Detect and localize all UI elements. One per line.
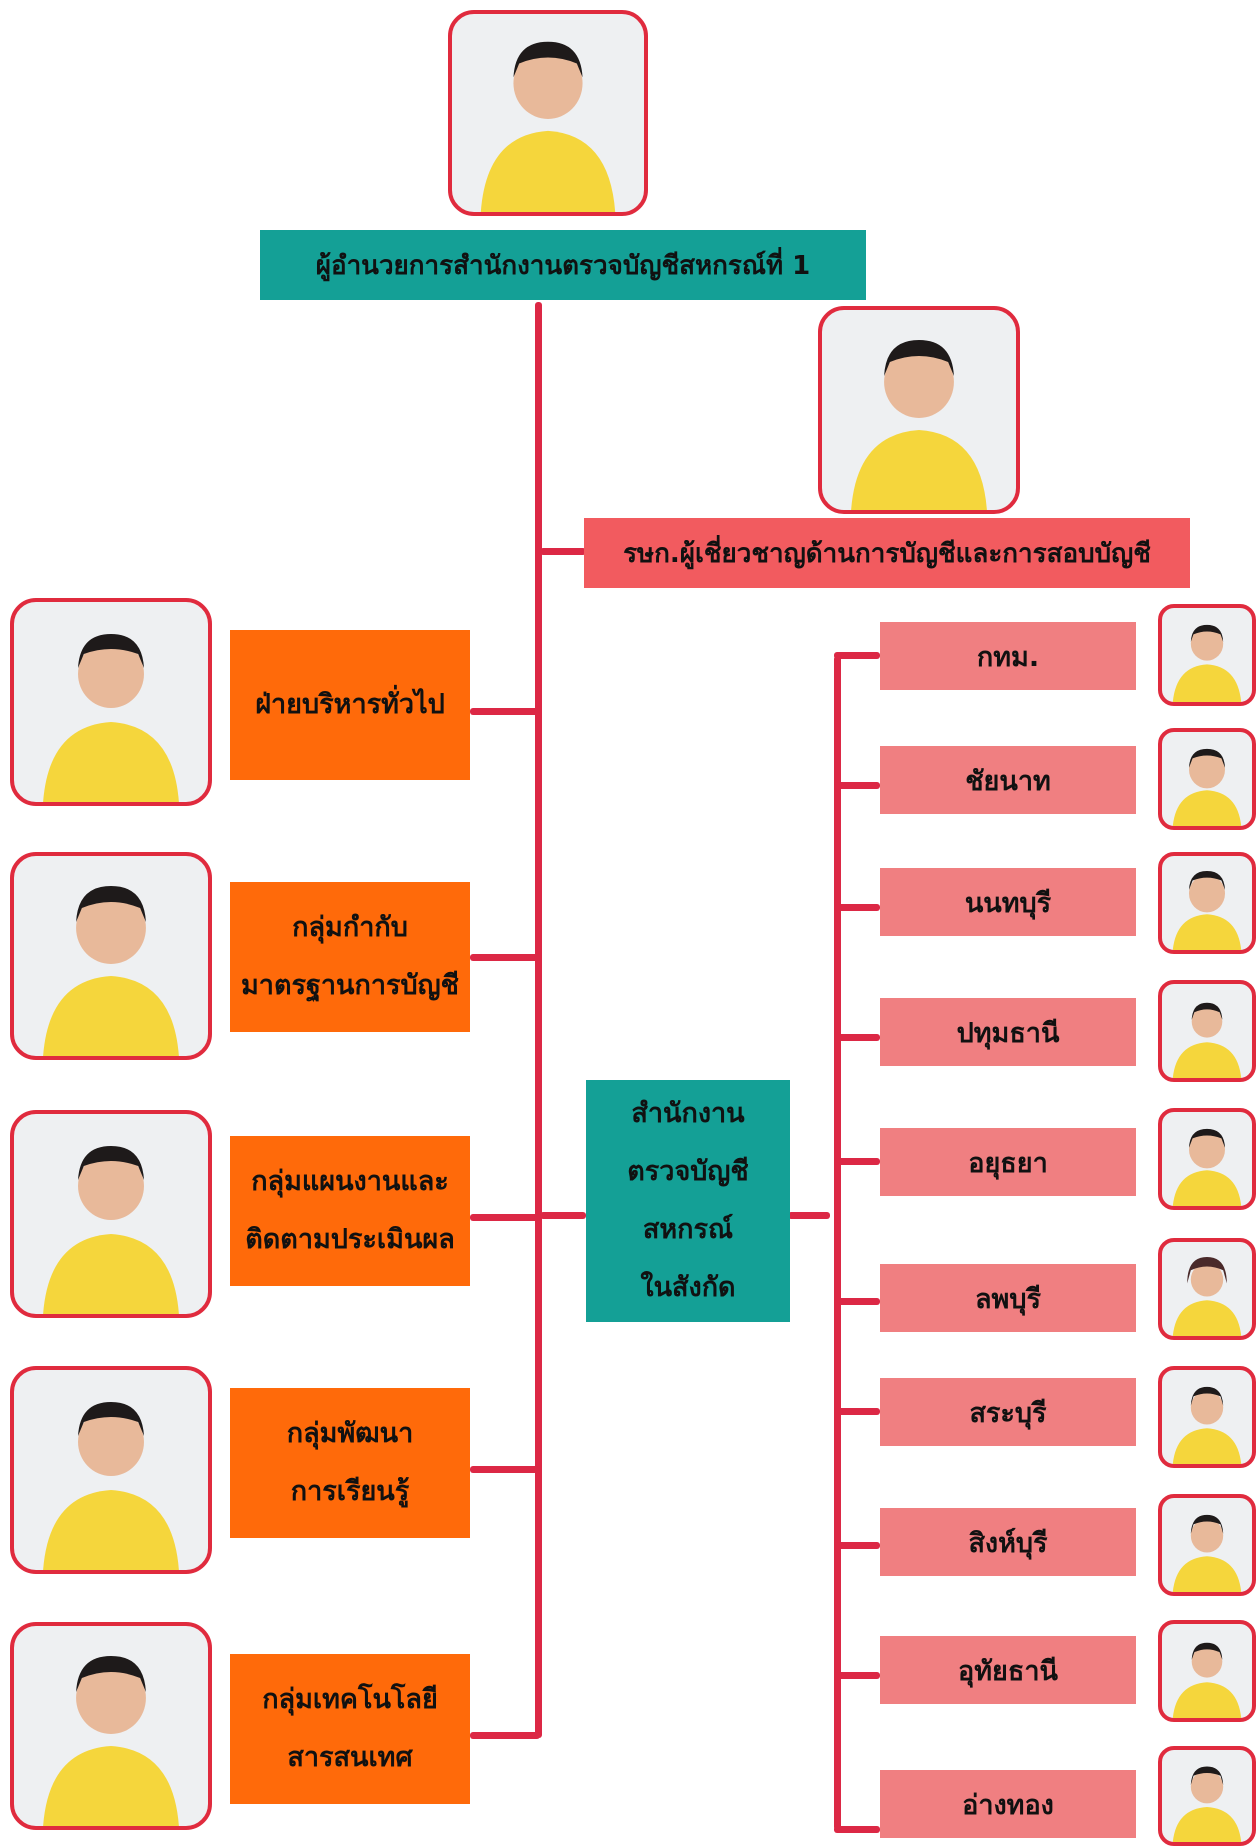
province-connector-line bbox=[834, 1542, 880, 1549]
director-photo bbox=[448, 10, 648, 216]
dept-connector-line bbox=[470, 1466, 540, 1473]
department-label-line: มาตรฐานการบัญชี bbox=[241, 970, 459, 1001]
province-connector-line bbox=[834, 1672, 880, 1679]
dept-connector-line bbox=[470, 1214, 540, 1221]
province-connector-line bbox=[834, 1298, 880, 1305]
province-label: ลพบุรี bbox=[975, 1283, 1041, 1315]
province-label: อุทัยธานี bbox=[958, 1655, 1058, 1687]
center-left-connector-line bbox=[540, 1212, 586, 1219]
department-photo bbox=[10, 1622, 212, 1830]
center-right-connector-line bbox=[788, 1212, 830, 1219]
province-label: ปทุมธานี bbox=[956, 1017, 1060, 1049]
center-label-line: สหกรณ์ bbox=[642, 1214, 734, 1245]
province-connector-line bbox=[834, 1826, 880, 1833]
province-box: กทม. bbox=[880, 622, 1136, 690]
department-label-line: กลุ่มกำกับ bbox=[292, 912, 408, 943]
province-box: ชัยนาท bbox=[880, 746, 1136, 814]
center-office-box: สำนักงาน ตรวจบัญชี สหกรณ์ ในสังกัด bbox=[586, 1080, 790, 1322]
center-label-line: สำนักงาน bbox=[631, 1098, 745, 1129]
department-label-line: กลุ่มเทคโนโลยี bbox=[262, 1684, 438, 1715]
province-label: กทม. bbox=[976, 641, 1040, 673]
province-box: ปทุมธานี bbox=[880, 998, 1136, 1066]
province-head-photo bbox=[1158, 1366, 1256, 1468]
province-label: อ่างทอง bbox=[962, 1789, 1054, 1821]
department-box: ฝ่ายบริหารทั่วไป bbox=[230, 630, 470, 780]
dept-connector-line bbox=[470, 954, 540, 961]
center-label-line: ในสังกัด bbox=[640, 1272, 736, 1303]
province-connector-line bbox=[834, 1408, 880, 1415]
province-head-photo bbox=[1158, 1746, 1256, 1846]
province-box: ลพบุรี bbox=[880, 1264, 1136, 1332]
province-head-photo bbox=[1158, 1238, 1256, 1340]
dept-connector-line bbox=[470, 708, 540, 715]
province-label: สระบุรี bbox=[969, 1397, 1047, 1429]
province-connector-line bbox=[834, 904, 880, 911]
department-box: กลุ่มเทคโนโลยี สารสนเทศ bbox=[230, 1654, 470, 1804]
expert-title-box: รษก.ผู้เชี่ยวชาญด้านการบัญชีและการสอบบัญ… bbox=[584, 518, 1190, 588]
province-box: สิงห์บุรี bbox=[880, 1508, 1136, 1576]
department-box: กลุ่มกำกับ มาตรฐานการบัญชี bbox=[230, 882, 470, 1032]
department-box: กลุ่มแผนงานและ ติดตามประเมินผล bbox=[230, 1136, 470, 1286]
department-photo bbox=[10, 1110, 212, 1318]
province-head-photo bbox=[1158, 1108, 1256, 1210]
province-label: ชัยนาท bbox=[965, 765, 1051, 797]
province-head-photo bbox=[1158, 728, 1256, 830]
department-box: กลุ่มพัฒนา การเรียนรู้ bbox=[230, 1388, 470, 1538]
province-box: อุทัยธานี bbox=[880, 1636, 1136, 1704]
department-label-line: ติดตามประเมินผล bbox=[245, 1224, 455, 1255]
department-photo bbox=[10, 598, 212, 806]
department-label-line: กลุ่มพัฒนา bbox=[286, 1418, 414, 1449]
province-box: สระบุรี bbox=[880, 1378, 1136, 1446]
province-label: สิงห์บุรี bbox=[968, 1527, 1048, 1559]
province-box: อยุธยา bbox=[880, 1128, 1136, 1196]
department-label-line: ฝ่ายบริหารทั่วไป bbox=[255, 689, 445, 720]
province-head-photo bbox=[1158, 852, 1256, 954]
province-box: อ่างทอง bbox=[880, 1770, 1136, 1838]
department-photo bbox=[10, 852, 212, 1060]
province-connector-line bbox=[834, 782, 880, 789]
expert-connector-line bbox=[540, 548, 586, 555]
province-trunk-line bbox=[834, 656, 841, 1830]
department-label-line: กลุ่มแผนงานและ bbox=[251, 1166, 449, 1197]
province-box: นนทบุรี bbox=[880, 868, 1136, 936]
province-connector-line bbox=[834, 652, 880, 659]
province-label: อยุธยา bbox=[968, 1147, 1048, 1179]
department-photo bbox=[10, 1366, 212, 1574]
director-title: ผู้อำนวยการสำนักงานตรวจบัญชีสหกรณ์ที่ 1 bbox=[315, 250, 811, 281]
expert-photo bbox=[818, 306, 1020, 514]
province-head-photo bbox=[1158, 980, 1256, 1082]
main-trunk-line bbox=[535, 302, 542, 1738]
director-title-box: ผู้อำนวยการสำนักงานตรวจบัญชีสหกรณ์ที่ 1 bbox=[260, 230, 866, 300]
center-label-line: ตรวจบัญชี bbox=[627, 1156, 749, 1187]
province-label: นนทบุรี bbox=[964, 887, 1052, 919]
province-head-photo bbox=[1158, 604, 1256, 706]
province-connector-line bbox=[834, 1158, 880, 1165]
province-head-photo bbox=[1158, 1620, 1256, 1722]
department-label-line: การเรียนรู้ bbox=[290, 1476, 410, 1507]
expert-title: รษก.ผู้เชี่ยวชาญด้านการบัญชีและการสอบบัญ… bbox=[623, 538, 1151, 569]
province-head-photo bbox=[1158, 1494, 1256, 1596]
dept-connector-line bbox=[470, 1732, 540, 1739]
department-label-line: สารสนเทศ bbox=[287, 1742, 413, 1773]
province-connector-line bbox=[834, 1034, 880, 1041]
